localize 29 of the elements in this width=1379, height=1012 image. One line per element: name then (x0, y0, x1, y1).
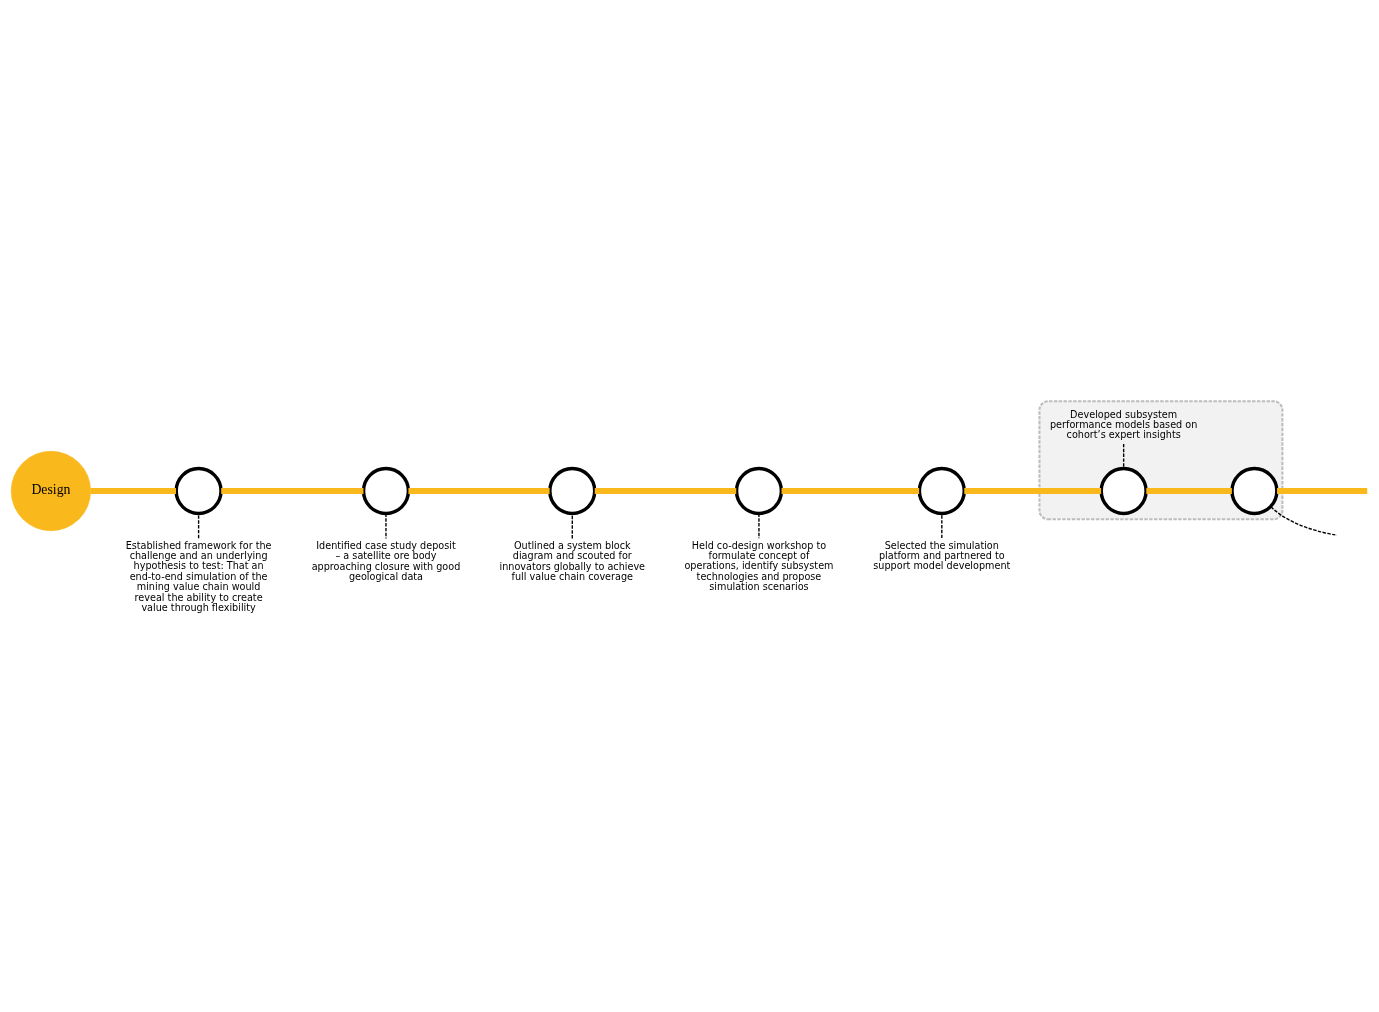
connector (781, 487, 920, 495)
node-circle (174, 466, 223, 516)
connector (571, 512, 573, 540)
connector (964, 487, 1102, 495)
connector (221, 487, 364, 495)
node-text: Developed subsystem performance models based on cohort’s expert insights (1049, 408, 1198, 441)
node-text: Outlined a system block diagram and scouted for innovators globally to achieve full value chain coverage (499, 540, 646, 583)
node-circle: Design (10, 450, 91, 531)
connector (1146, 487, 1232, 495)
node-circle (917, 466, 966, 516)
connector (197, 512, 200, 539)
cluster (1038, 400, 1284, 521)
connector (408, 487, 550, 495)
node-circle (734, 466, 784, 516)
node-text: Selected the simulation platform and partnered to support model development (873, 539, 1011, 572)
node-text: Held co-design workshop to formulate concept of operations, identify subsystem technologies and propose simulation scenarios (684, 539, 834, 593)
connector (941, 512, 943, 539)
node-text: Identified case study deposit – a satellite ore body approaching closure with good geological data (311, 540, 461, 583)
node-circle (548, 466, 597, 516)
connector (594, 487, 737, 495)
connector (1277, 487, 1368, 495)
connector (90, 487, 177, 495)
node-circle (1230, 466, 1279, 516)
node-circle (1099, 466, 1148, 516)
connector (1122, 443, 1125, 470)
node-text: Established framework for the challenge and an underlying hypothesis to test: That an end-to-end simulation of the mining value chain would reveal the ability to create value through flexibility (125, 539, 272, 613)
connector (758, 512, 760, 539)
node-circle (361, 466, 411, 516)
connector (1270, 506, 1338, 536)
